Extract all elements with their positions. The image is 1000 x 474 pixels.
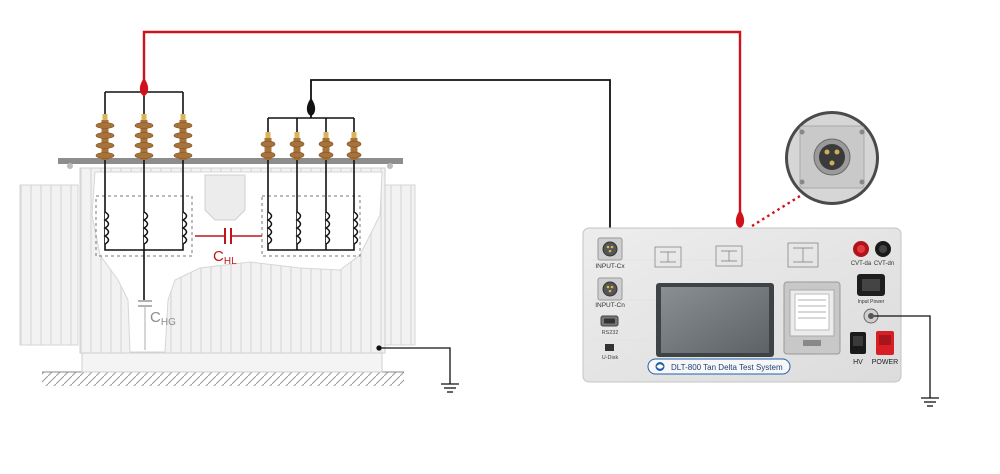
floor-hatch <box>42 372 404 386</box>
zoom-leader <box>751 194 801 228</box>
chg-capacitor <box>138 300 152 350</box>
capacitor-icon <box>195 228 262 244</box>
ground-icon <box>376 345 459 393</box>
power-socket[interactable] <box>857 274 885 296</box>
zoom-inset <box>785 111 879 205</box>
lv-coil-2 <box>295 211 302 245</box>
thermal-printer[interactable] <box>783 281 841 355</box>
input-cn-connector[interactable] <box>597 277 623 301</box>
tank-cover <box>58 158 403 164</box>
model-title: DLT-800 Tan Delta Test System <box>671 363 783 372</box>
input-cx-label: INPUT-Cx <box>595 263 625 270</box>
hv-clip-bottom <box>735 210 745 228</box>
lv-coil-1 <box>266 211 273 245</box>
cvt-da-terminal[interactable] <box>853 241 869 257</box>
hv-bushing-2 <box>134 114 154 160</box>
input-cn-label: INPUT-Cn <box>595 302 625 309</box>
hv-clip-top <box>139 78 149 96</box>
hv-coil-1 <box>103 211 110 245</box>
lcd-screen[interactable] <box>656 283 774 357</box>
chg-label: CHG <box>150 309 176 328</box>
chl-label: CHL <box>213 248 237 267</box>
cutaway <box>91 171 383 353</box>
hv-bushing-1 <box>95 114 115 160</box>
transformer: CHL CHG <box>19 91 459 393</box>
transformer-base <box>81 351 383 373</box>
power-switch-label: POWER <box>872 359 898 366</box>
hv-bushing-3 <box>173 114 193 160</box>
hv-switch-label: HV <box>853 359 863 366</box>
input-cx-connector[interactable] <box>597 237 623 261</box>
radiator-right <box>384 184 416 346</box>
lv-bushing-2 <box>289 132 305 160</box>
instrument-ground <box>874 315 939 407</box>
lv-coil-4 <box>352 211 359 245</box>
input-power-label: Input Power <box>858 299 885 305</box>
lv-bushing-1 <box>260 132 276 160</box>
rs232-port[interactable] <box>600 315 619 327</box>
model-banner <box>647 358 791 375</box>
lv-coil-3 <box>324 211 331 245</box>
ground-terminal[interactable] <box>863 308 879 324</box>
rs232-label: RS232 <box>602 330 619 336</box>
lv-clip-top <box>306 98 316 116</box>
hv-coil-3 <box>181 211 188 245</box>
hv-lead <box>142 30 742 218</box>
xlr-connector-icon <box>813 138 851 176</box>
lv-bushing-4 <box>346 132 362 160</box>
hv-switch[interactable] <box>850 332 866 354</box>
power-switch[interactable] <box>876 331 894 355</box>
cvt-dn-label: CVT-dn <box>874 261 894 267</box>
instrument-panel: INPUT-Cx INPUT-Cn RS232 U-Disk <box>582 227 902 383</box>
cvt-da-label: CVT-da <box>851 261 872 267</box>
lv-bushing-3 <box>318 132 334 160</box>
hv-coil-2 <box>142 211 149 245</box>
udisk-label: U-Disk <box>602 355 619 361</box>
udisk-port[interactable] <box>605 344 614 351</box>
radiator-left <box>19 184 79 346</box>
panel-schematics <box>654 242 819 268</box>
cvt-dn-terminal[interactable] <box>875 241 891 257</box>
